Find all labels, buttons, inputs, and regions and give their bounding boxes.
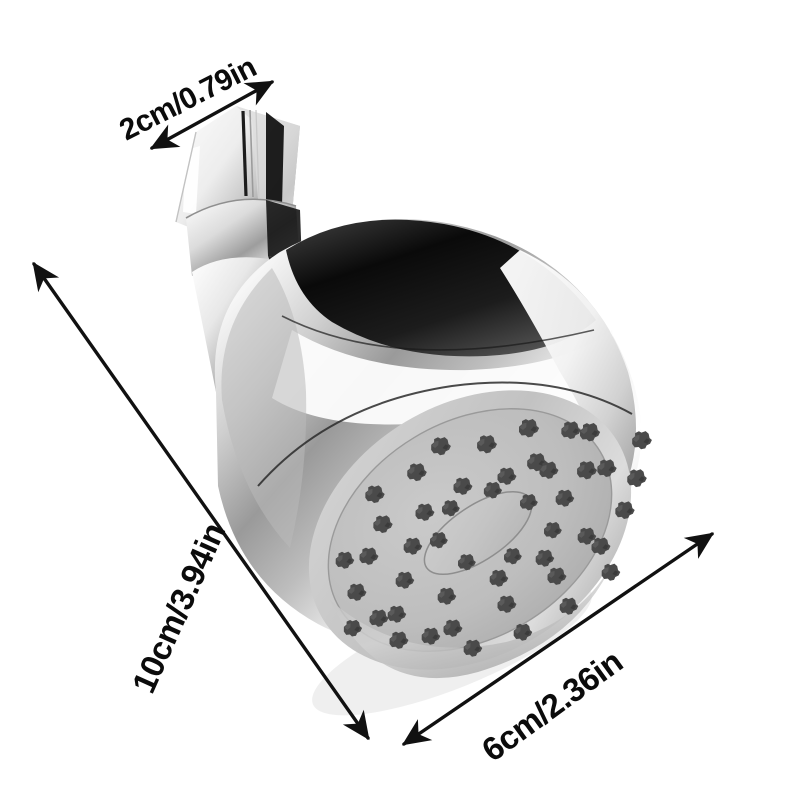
dimension-annotations — [32, 80, 715, 746]
dimension-arrow-depth — [149, 80, 275, 150]
collar-ring — [185, 198, 302, 276]
dimension-arrow-width — [401, 532, 715, 746]
dimension-arrow-height — [32, 261, 370, 741]
shower-head-product — [175, 106, 655, 716]
face-lower-lip — [330, 560, 614, 679]
